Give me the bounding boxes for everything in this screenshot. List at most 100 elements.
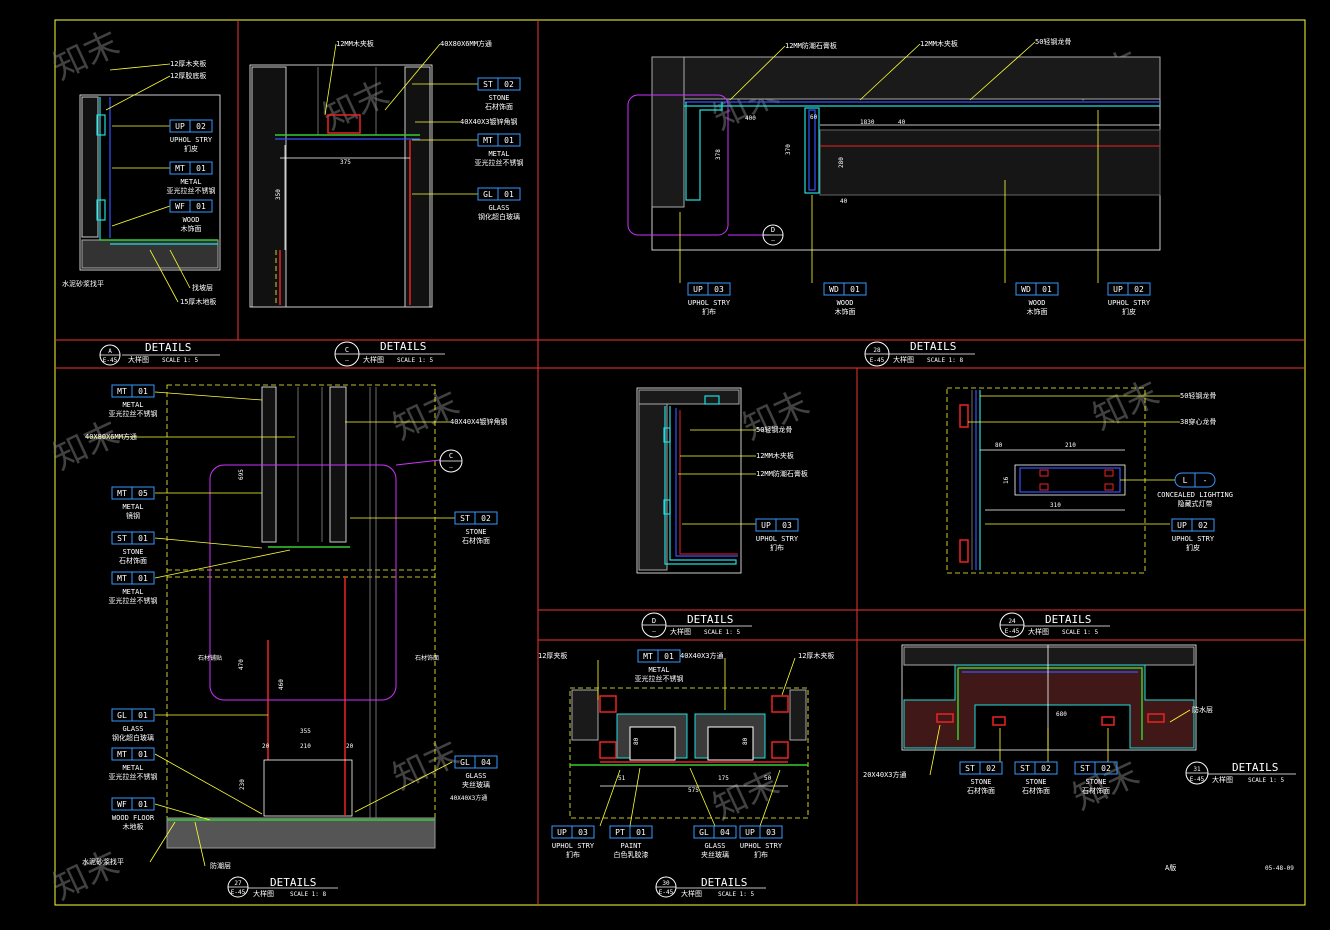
svg-text:隐藏式灯带: 隐藏式灯带 [1178, 499, 1213, 508]
svg-text:50轻钢龙骨: 50轻钢龙骨 [1035, 37, 1071, 46]
panel-title-d: D — DETAILS 大样图 SCALE 1: 5 [641, 612, 752, 638]
svg-text:375: 375 [340, 159, 351, 166]
svg-text:MT: MT [643, 652, 653, 661]
svg-text:SCALE 1: 5: SCALE 1: 5 [704, 629, 741, 636]
svg-text:STONE: STONE [465, 528, 486, 536]
svg-text:20: 20 [262, 743, 270, 750]
svg-text:ST: ST [1020, 764, 1030, 773]
svg-text:METAL: METAL [488, 150, 509, 158]
svg-text:310: 310 [1050, 502, 1061, 509]
svg-text:02: 02 [1198, 521, 1208, 530]
svg-text:12厚夹板: 12厚夹板 [538, 651, 567, 660]
svg-text:石材饰面: 石材饰面 [119, 556, 147, 565]
svg-text:03: 03 [766, 828, 776, 837]
svg-text:E-45: E-45 [231, 889, 246, 896]
svg-text:40X40X3方通: 40X40X3方通 [450, 794, 487, 802]
svg-text:12MM防潮石膏板: 12MM防潮石膏板 [785, 41, 837, 50]
svg-text:15厚木地板: 15厚木地板 [180, 297, 216, 306]
svg-text:UPHOL STRY: UPHOL STRY [740, 842, 783, 850]
svg-text:木饰面: 木饰面 [1027, 307, 1048, 316]
svg-text:METAL: METAL [122, 588, 143, 596]
svg-text:大样图: 大样图 [670, 627, 691, 636]
svg-text:04: 04 [720, 828, 730, 837]
svg-text:MT: MT [483, 136, 493, 145]
svg-text:DETAILS: DETAILS [145, 341, 191, 354]
svg-text:GL: GL [117, 711, 127, 720]
svg-text:大样图: 大样图 [253, 889, 274, 898]
svg-text:51: 51 [618, 775, 626, 782]
svg-text:扪布: 扪布 [754, 850, 768, 859]
svg-text:水泥砂浆找平: 水泥砂浆找平 [82, 857, 124, 866]
svg-text:E-45: E-45 [103, 357, 118, 364]
svg-text:C: C [449, 452, 453, 460]
svg-text:SCALE 1: 5: SCALE 1: 5 [1062, 629, 1099, 636]
svg-text:02: 02 [1041, 764, 1051, 773]
svg-text:ST: ST [483, 80, 493, 89]
svg-text:ST: ST [965, 764, 975, 773]
svg-text:01: 01 [504, 190, 514, 199]
svg-text:METAL: METAL [122, 401, 143, 409]
svg-text:MT: MT [175, 164, 185, 173]
svg-text:防潮层: 防潮层 [210, 861, 231, 870]
svg-text:SCALE 1: 5: SCALE 1: 5 [397, 357, 434, 364]
svg-text:木饰面: 木饰面 [181, 224, 202, 233]
svg-text:STONE: STONE [488, 94, 509, 102]
svg-text:04: 04 [481, 758, 491, 767]
svg-text:—: — [652, 628, 656, 635]
svg-text:40: 40 [898, 119, 906, 126]
svg-text:WF: WF [175, 202, 185, 211]
svg-text:扪皮: 扪皮 [1186, 543, 1200, 552]
svg-text:40: 40 [840, 198, 848, 205]
svg-text:370: 370 [785, 144, 792, 155]
svg-text:知末: 知末 [47, 23, 126, 88]
svg-text:UPHOL STRY: UPHOL STRY [1172, 535, 1215, 543]
svg-text:—: — [449, 464, 453, 471]
svg-text:WD: WD [829, 285, 839, 294]
svg-text:SCALE 1: 8: SCALE 1: 8 [290, 891, 327, 898]
svg-text:01: 01 [196, 202, 206, 211]
svg-text:12厚胶底板: 12厚胶底板 [170, 71, 206, 80]
svg-text:C: C [345, 346, 349, 354]
svg-text:210: 210 [300, 743, 311, 750]
panel-title-31: 31 E-45 DETAILS 大样图 SCALE 1: 5 [1185, 761, 1296, 785]
svg-text:大样图: 大样图 [1212, 775, 1233, 784]
svg-text:E-45: E-45 [870, 357, 885, 364]
svg-text:亚光拉丝不锈钢: 亚光拉丝不锈钢 [109, 772, 158, 781]
svg-text:石材饰面: 石材饰面 [1022, 786, 1050, 795]
svg-text:50: 50 [764, 775, 772, 782]
svg-text:350: 350 [275, 189, 282, 200]
panel-title-a: A E-45 DETAILS 大样图 SCALE 1: 5 [99, 341, 220, 366]
svg-text:20X40X3方通: 20X40X3方通 [863, 770, 907, 779]
svg-text:80: 80 [633, 737, 640, 745]
svg-text:镜钢: 镜钢 [126, 511, 140, 520]
svg-text:DETAILS: DETAILS [701, 876, 747, 889]
svg-text:METAL: METAL [648, 666, 669, 674]
svg-text:白色乳胶漆: 白色乳胶漆 [614, 850, 649, 859]
svg-text:378: 378 [715, 149, 722, 160]
svg-text:80: 80 [742, 737, 749, 745]
svg-text:亚光拉丝不锈钢: 亚光拉丝不锈钢 [167, 186, 216, 195]
svg-text:知末: 知末 [1087, 373, 1166, 438]
panel-title-27: 27 E-45 DETAILS 大样图 SCALE 1: 8 [227, 876, 338, 898]
svg-text:01: 01 [504, 136, 514, 145]
svg-text:175: 175 [718, 775, 729, 782]
svg-text:01: 01 [196, 164, 206, 173]
svg-text:02: 02 [481, 514, 491, 523]
svg-text:27: 27 [234, 880, 242, 887]
svg-text:575: 575 [688, 787, 699, 794]
svg-text:01: 01 [664, 652, 674, 661]
svg-text:UP: UP [557, 828, 567, 837]
svg-text:40X80X6MM方通: 40X80X6MM方通 [440, 39, 492, 48]
